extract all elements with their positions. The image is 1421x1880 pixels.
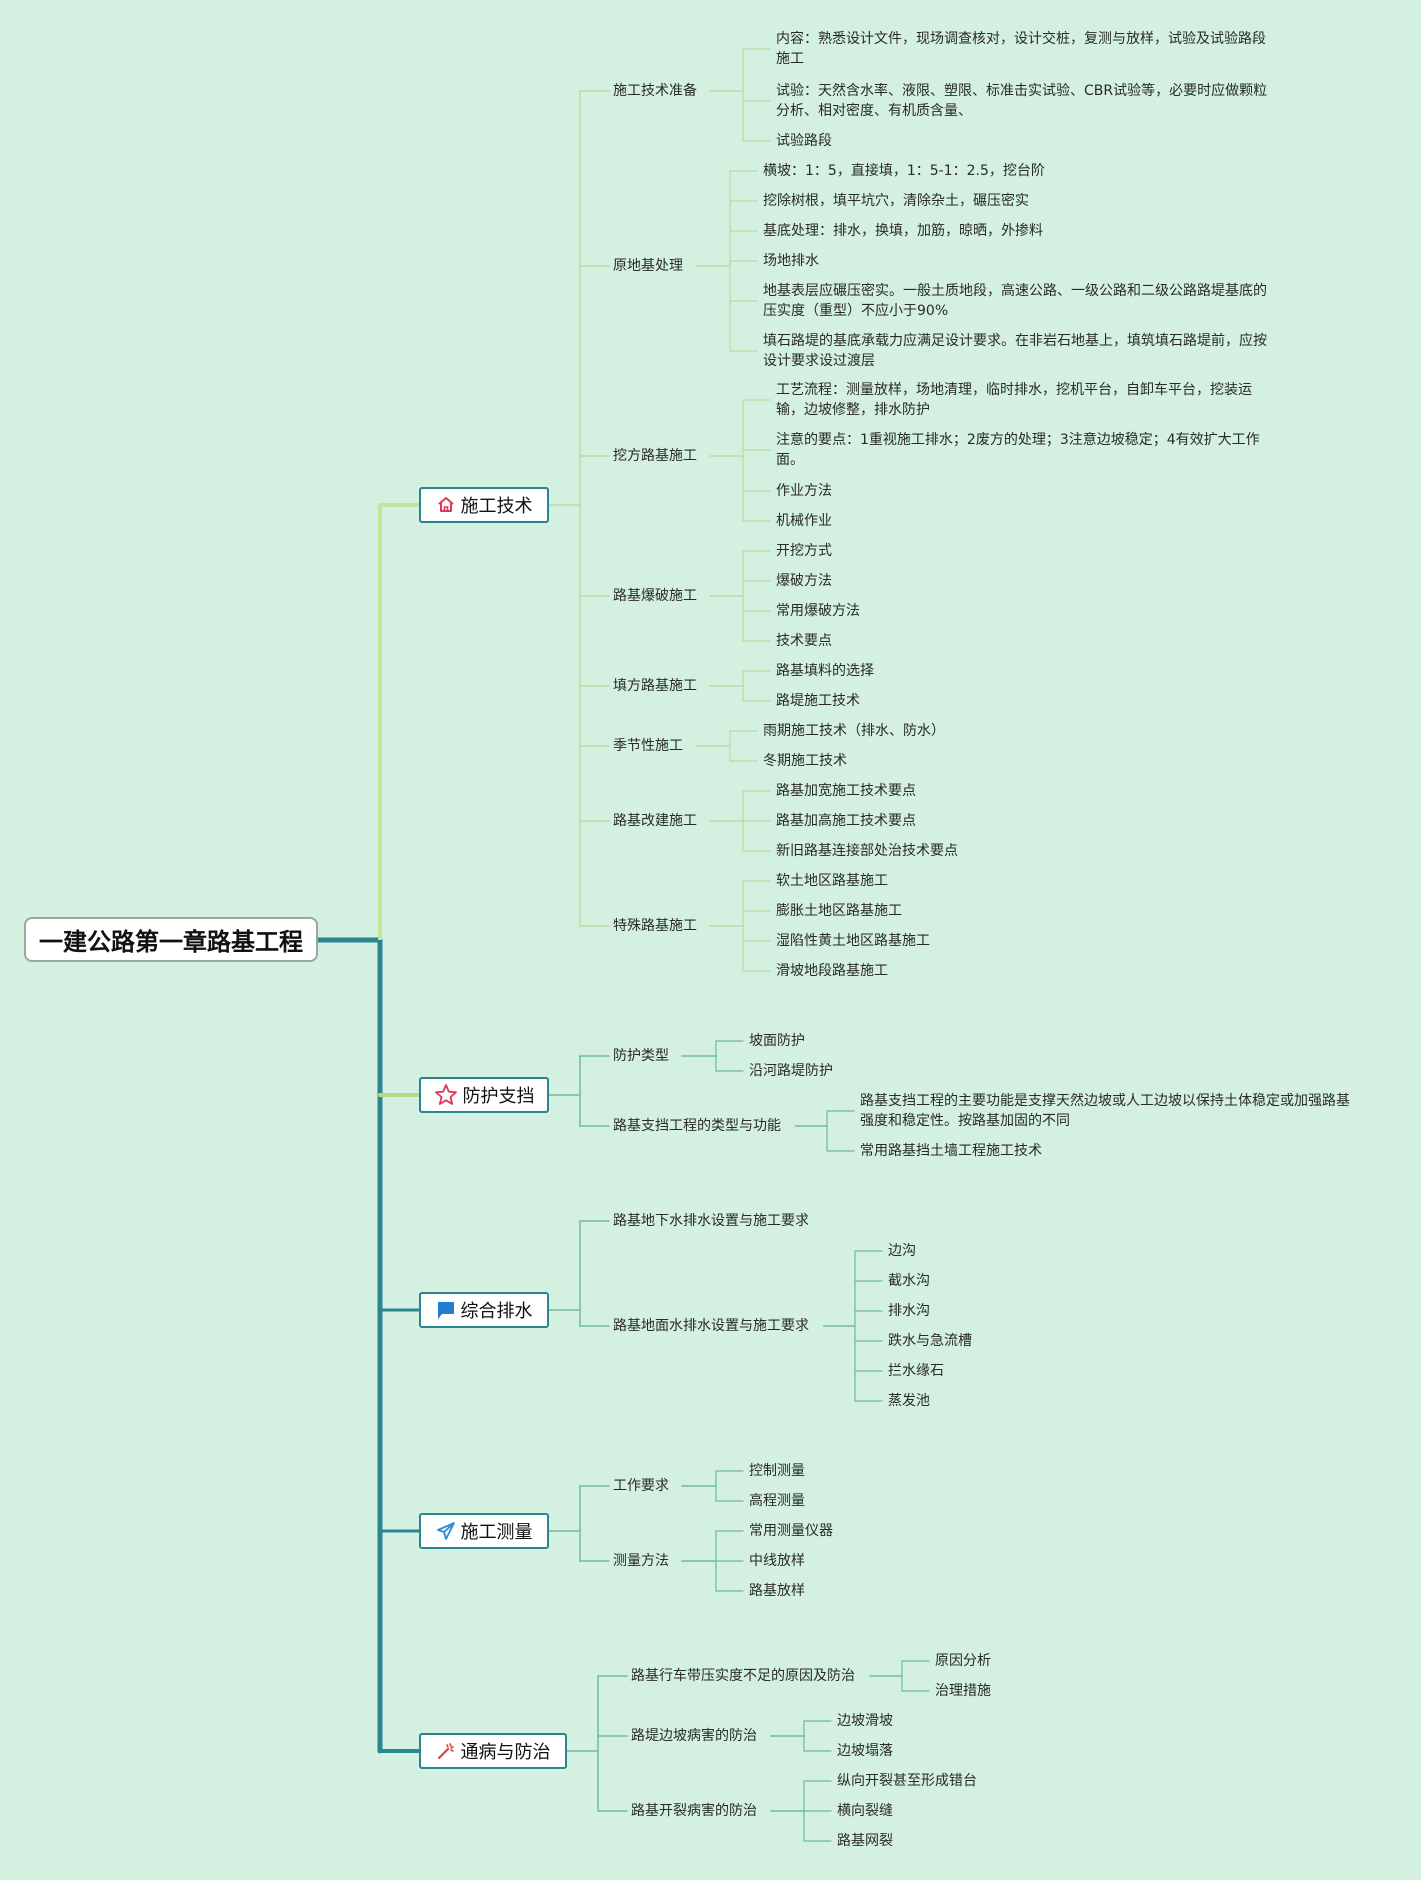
branch-label: 施工技术 (460, 496, 533, 517)
leaf-1-1-1[interactable]: 内容：熟悉设计文件，现场调查核对，设计交桩，复测与放样，试验及试验路段施工 (776, 31, 1266, 67)
leaf-3-2-5[interactable]: 拦水缘石 (888, 1363, 944, 1379)
leaf-1-1-2[interactable]: 试验：天然含水率、液限、塑限、标准击实试验、CBR试验等，必要时应做颗粒分析、相… (776, 83, 1268, 119)
topic-4-2[interactable]: 测量方法 (613, 1553, 669, 1569)
star-icon (434, 1083, 463, 1107)
topic-1-2[interactable]: 原地基处理 (613, 258, 683, 274)
topic-3-2[interactable]: 路基地面水排水设置与施工要求 (613, 1318, 809, 1334)
leaf-4-2-3[interactable]: 路基放样 (749, 1583, 805, 1599)
leaf-1-7-1[interactable]: 路基加宽施工技术要点 (776, 783, 916, 799)
leaf-1-6-2[interactable]: 冬期施工技术 (763, 753, 847, 769)
branch-3[interactable]: 综合排水 (419, 1292, 549, 1328)
paper-plane-icon (436, 1521, 461, 1541)
house-icon (436, 495, 461, 515)
leaf-3-2-2[interactable]: 截水沟 (888, 1273, 930, 1289)
leaf-1-5-1[interactable]: 路基填料的选择 (776, 663, 874, 679)
leaf-5-1-2[interactable]: 治理措施 (935, 1683, 991, 1699)
leaf-4-1-1[interactable]: 控制测量 (749, 1463, 805, 1479)
leaf-5-2-1[interactable]: 边坡滑坡 (837, 1713, 893, 1729)
leaf-2-1-1[interactable]: 坡面防护 (749, 1033, 805, 1049)
leaf-1-2-4[interactable]: 场地排水 (763, 253, 819, 269)
branch-1[interactable]: 施工技术 (419, 487, 549, 523)
leaf-1-7-2[interactable]: 路基加高施工技术要点 (776, 813, 916, 829)
leaf-1-3-1[interactable]: 工艺流程：测量放样，场地清理，临时排水，挖机平台，自卸车平台，挖装运输，边坡修整… (776, 382, 1252, 418)
leaf-1-8-2[interactable]: 膨胀土地区路基施工 (776, 903, 902, 919)
branch-label: 综合排水 (460, 1301, 533, 1322)
leaf-1-4-3[interactable]: 常用爆破方法 (776, 603, 860, 619)
leaf-5-3-3[interactable]: 路基网裂 (837, 1833, 893, 1849)
leaf-4-2-1[interactable]: 常用测量仪器 (749, 1523, 833, 1539)
leaf-1-7-3[interactable]: 新旧路基连接部处治技术要点 (776, 843, 958, 859)
leaf-1-2-6[interactable]: 填石路堤的基底承载力应满足设计要求。在非岩石地基上，填筑填石路堤前，应按设计要求… (763, 333, 1267, 369)
topic-5-3[interactable]: 路基开裂病害的防治 (631, 1803, 757, 1819)
branch-5[interactable]: 通病与防治 (419, 1733, 567, 1769)
leaf-5-1-1[interactable]: 原因分析 (935, 1653, 991, 1669)
topic-2-1[interactable]: 防护类型 (613, 1048, 669, 1064)
leaf-1-3-2[interactable]: 注意的要点：1重视施工排水；2废方的处理；3注意边坡稳定；4有效扩大工作面。 (776, 432, 1260, 468)
leaf-1-4-1[interactable]: 开挖方式 (776, 543, 832, 559)
leaf-1-4-4[interactable]: 技术要点 (776, 633, 832, 649)
leaf-1-8-1[interactable]: 软土地区路基施工 (776, 873, 888, 889)
leaf-5-3-1[interactable]: 纵向开裂甚至形成错台 (837, 1773, 977, 1789)
leaf-1-1-3[interactable]: 试验路段 (776, 133, 832, 149)
topic-3-1[interactable]: 路基地下水排水设置与施工要求 (613, 1213, 809, 1229)
topic-5-2[interactable]: 路堤边坡病害的防治 (631, 1728, 757, 1744)
leaf-3-2-3[interactable]: 排水沟 (888, 1303, 930, 1319)
leaf-1-2-1[interactable]: 横坡：1：5，直接填，1：5-1：2.5，挖台阶 (763, 163, 1045, 179)
leaf-1-6-1[interactable]: 雨期施工技术（排水、防水） (763, 723, 945, 739)
leaf-5-2-2[interactable]: 边坡塌落 (837, 1743, 893, 1759)
leaf-5-3-2[interactable]: 横向裂缝 (837, 1803, 893, 1819)
magic-wand-icon (436, 1741, 461, 1761)
topic-2-2[interactable]: 路基支挡工程的类型与功能 (613, 1118, 781, 1134)
branch-4[interactable]: 施工测量 (419, 1513, 549, 1549)
leaf-1-8-4[interactable]: 滑坡地段路基施工 (776, 963, 888, 979)
leaf-1-5-2[interactable]: 路堤施工技术 (776, 693, 860, 709)
branch-label: 通病与防治 (460, 1742, 551, 1763)
leaf-3-2-1[interactable]: 边沟 (888, 1243, 916, 1259)
topic-1-8[interactable]: 特殊路基施工 (613, 918, 697, 934)
leaf-2-2-1[interactable]: 路基支挡工程的主要功能是支撑天然边坡或人工边坡以保持土体稳定或加强路基强度和稳定… (860, 1093, 1350, 1129)
leaf-2-2-2[interactable]: 常用路基挡土墙工程施工技术 (860, 1143, 1042, 1159)
leaf-4-2-2[interactable]: 中线放样 (749, 1553, 805, 1569)
flag-icon (436, 1300, 461, 1320)
topic-1-3[interactable]: 挖方路基施工 (613, 448, 697, 464)
topic-1-6[interactable]: 季节性施工 (613, 738, 683, 754)
leaf-3-2-4[interactable]: 跌水与急流槽 (888, 1333, 972, 1349)
branch-label: 施工测量 (460, 1522, 533, 1543)
branch-2[interactable]: 防护支挡 (419, 1077, 549, 1113)
leaf-1-2-5[interactable]: 地基表层应碾压密实。一般土质地段，高速公路、一级公路和二级公路路堤基底的压实度（… (763, 283, 1267, 319)
leaf-1-8-3[interactable]: 湿陷性黄土地区路基施工 (776, 933, 930, 949)
root-topic[interactable]: 一建公路第一章路基工程 (24, 917, 318, 962)
leaf-1-2-2[interactable]: 挖除树根，填平坑穴，清除杂土，碾压密实 (763, 193, 1029, 209)
leaf-2-1-2[interactable]: 沿河路堤防护 (749, 1063, 833, 1079)
branch-label: 防护支挡 (462, 1086, 535, 1107)
leaf-1-4-2[interactable]: 爆破方法 (776, 573, 832, 589)
topic-1-5[interactable]: 填方路基施工 (613, 678, 697, 694)
leaf-1-3-4[interactable]: 机械作业 (776, 513, 832, 529)
leaf-1-2-3[interactable]: 基底处理：排水，换填，加筋，晾晒，外掺料 (763, 223, 1043, 239)
topic-5-1[interactable]: 路基行车带压实度不足的原因及防治 (631, 1668, 855, 1684)
topic-1-1[interactable]: 施工技术准备 (613, 83, 697, 99)
leaf-3-2-6[interactable]: 蒸发池 (888, 1393, 930, 1409)
topic-4-1[interactable]: 工作要求 (613, 1478, 669, 1494)
leaf-4-1-2[interactable]: 高程测量 (749, 1493, 805, 1509)
topic-1-4[interactable]: 路基爆破施工 (613, 588, 697, 604)
topic-1-7[interactable]: 路基改建施工 (613, 813, 697, 829)
leaf-1-3-3[interactable]: 作业方法 (776, 483, 832, 499)
